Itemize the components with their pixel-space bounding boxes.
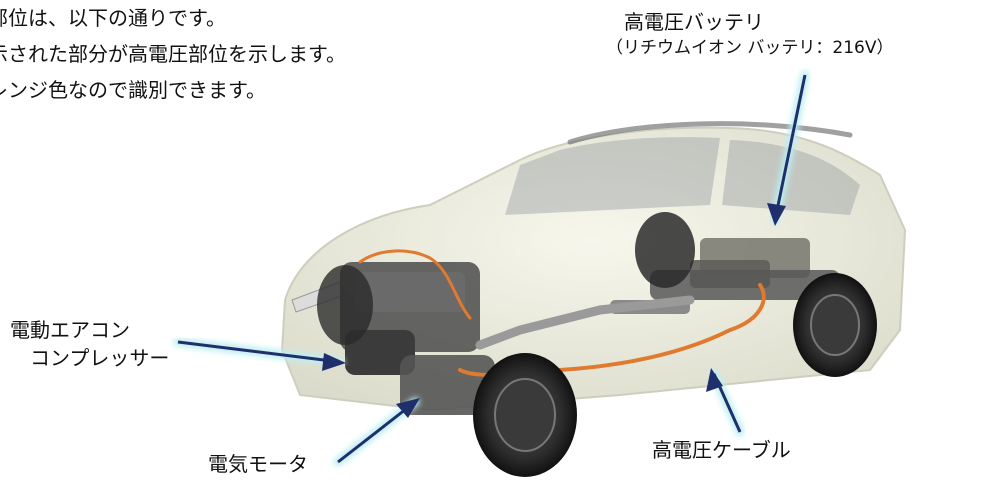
- compressor-label-line-2: コンプレッサー: [30, 346, 170, 370]
- motor-label: 電気モータ: [208, 450, 308, 478]
- battery-label-detail: （リチウムイオン バッテリ：216V）: [606, 38, 894, 58]
- engine-block: [340, 262, 495, 415]
- battery-arrow: [767, 70, 810, 226]
- wheel-front-right: [473, 353, 577, 477]
- compressor-label: 電動エアコン コンプレッサー: [10, 316, 169, 372]
- exhaust-pipe: [475, 295, 695, 350]
- intro-line-2: 示された部分が高電圧部位を示します。: [0, 42, 346, 66]
- motor-label-text: 電気モータ: [208, 452, 308, 476]
- compressor-arrow: [173, 337, 346, 371]
- cable-arrow: [706, 368, 745, 437]
- motor-arrow: [333, 397, 420, 467]
- wheel-front-left: [317, 265, 373, 345]
- intro-text: 部位は、以下の通りです。 示された部分が高電圧部位を示します。 レンジ色なので識…: [0, 0, 440, 108]
- battery-label-title: 高電圧バッテリ: [624, 10, 764, 34]
- battery-label: 高電圧バッテリ （リチウムイオン バッテリ：216V）: [606, 8, 893, 60]
- high-voltage-cable-front: [358, 249, 472, 320]
- compressor-label-line-1: 電動エアコン: [10, 318, 130, 342]
- wheel-rear-left: [635, 212, 695, 288]
- cable-label: 高電圧ケーブル: [652, 436, 791, 464]
- intro-line-1: 部位は、以下の通りです。: [0, 6, 226, 30]
- wheel-rear-right: [793, 273, 877, 377]
- intro-line-3: レンジ色なので識別できます。: [0, 78, 266, 102]
- cable-label-text: 高電圧ケーブル: [652, 438, 791, 462]
